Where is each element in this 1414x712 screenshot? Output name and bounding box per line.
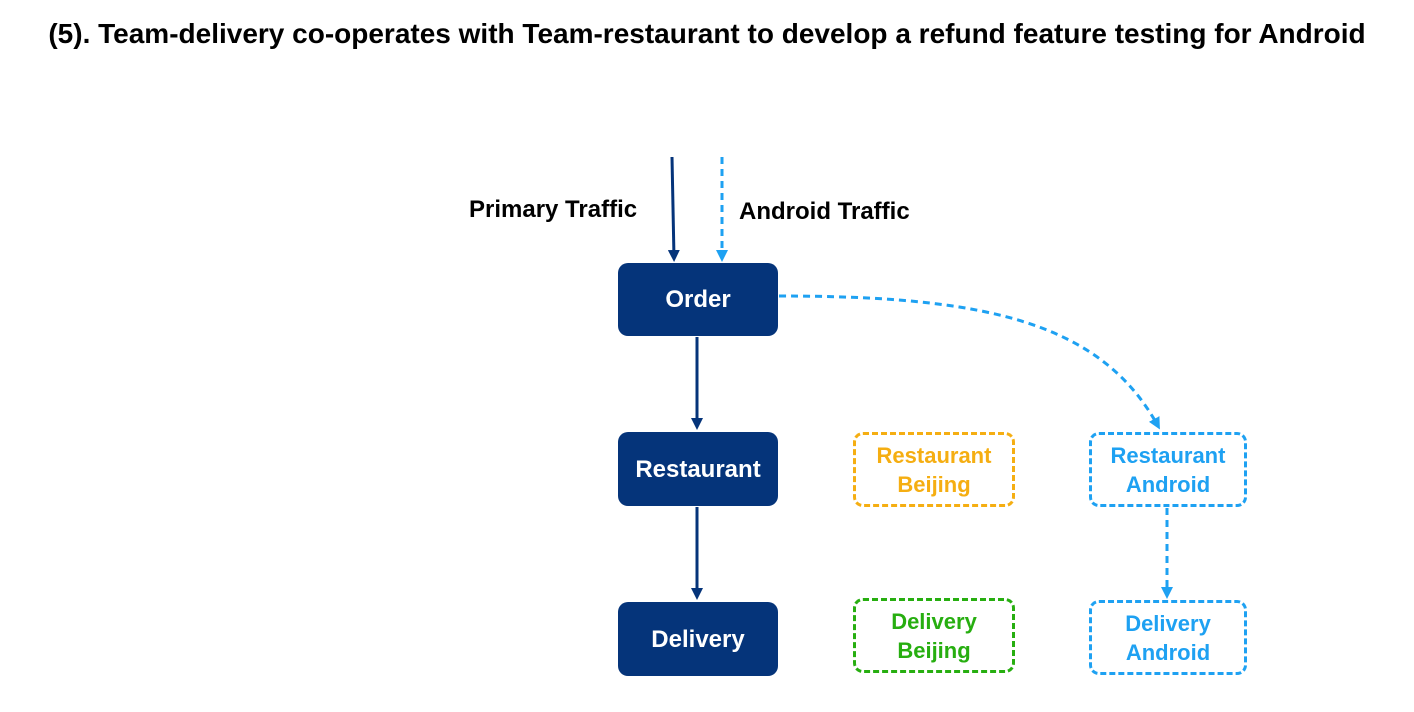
delivery-node-label: Delivery <box>651 625 745 653</box>
restaurant-android-node: Restaurant Android <box>1089 432 1247 507</box>
primary-traffic-arrow <box>667 156 680 262</box>
restaurant-android-line2: Android <box>1125 471 1211 497</box>
android-traffic-label: Android Traffic <box>739 198 910 225</box>
order-to-restaurant-android-arrow <box>778 294 1160 430</box>
restaurant-beijing-line2: Beijing <box>897 471 971 497</box>
order-node-label: Order <box>665 286 731 313</box>
order-node: Order <box>618 263 778 336</box>
delivery-node: Delivery <box>618 602 778 676</box>
delivery-beijing-line2: Beijing <box>897 637 971 663</box>
restaurant-android-line1: Restaurant <box>1110 442 1226 468</box>
delivery-beijing-line1: Delivery <box>891 608 977 634</box>
restaurant-beijing-line1: Restaurant <box>876 442 992 468</box>
primary-traffic-label: Primary Traffic <box>469 196 638 223</box>
delivery-android-line2: Android <box>1125 639 1211 665</box>
diagram-title: (5). Team-delivery co-operates with Team… <box>48 18 1366 49</box>
restaurant-beijing-node: Restaurant Beijing <box>853 432 1015 507</box>
restaurant-node-label: Restaurant <box>635 455 761 483</box>
delivery-beijing-node: Delivery Beijing <box>853 598 1015 673</box>
delivery-android-line1: Delivery <box>1125 610 1211 636</box>
restaurant-node: Restaurant <box>618 432 778 506</box>
delivery-android-node: Delivery Android <box>1089 600 1247 675</box>
